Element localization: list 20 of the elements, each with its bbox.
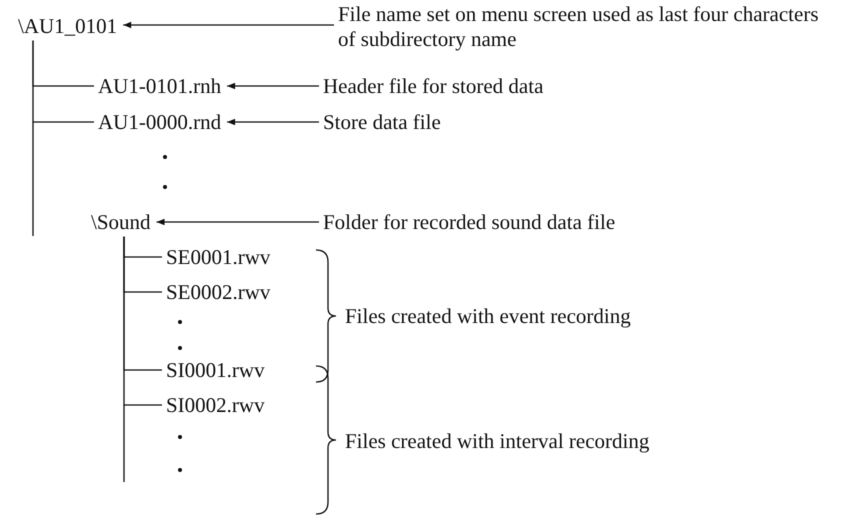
file-name: \AU1_0101 <box>18 14 118 38</box>
note-text: Files created with interval recording <box>345 428 650 454</box>
file-name: SE0001.rwv <box>166 244 270 270</box>
tree-line <box>123 236 162 406</box>
file-name: SI0001.rwv <box>166 358 265 382</box>
file-name: SI0002.rwv <box>166 392 265 418</box>
arrow <box>227 82 319 90</box>
arrow <box>156 218 319 226</box>
description-text: Header file for stored data <box>323 74 544 98</box>
file-name: AU1-0101.rnh <box>98 74 222 98</box>
file-name: SE0002.rwv <box>166 280 270 304</box>
file-name: AU1-0000.rnd <box>98 110 222 134</box>
arrow <box>227 118 319 126</box>
file-name: \Sound <box>91 210 151 234</box>
description-text: Folder for recorded sound data file <box>323 210 616 234</box>
tree-line <box>32 40 94 123</box>
description-text: Store data file <box>323 110 441 134</box>
arrow <box>123 22 334 28</box>
description-text: File name set on menu screen used as last four characters of subdirectory name <box>338 2 838 52</box>
note-text: Files created with event recording <box>345 304 631 328</box>
